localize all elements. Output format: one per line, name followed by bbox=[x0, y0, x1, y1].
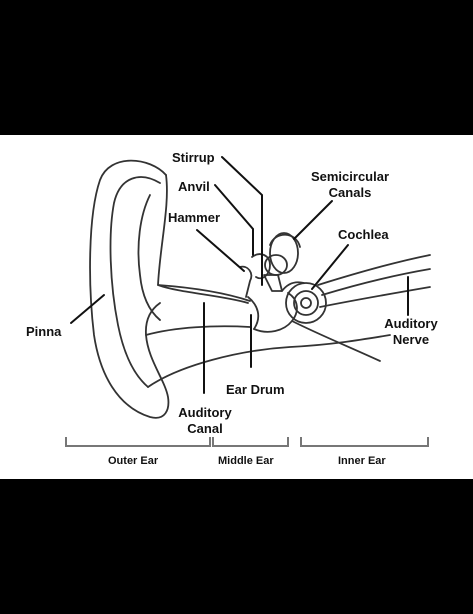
auditory-canal-line1: Auditory bbox=[178, 405, 232, 420]
semicircular-line2: Canals bbox=[328, 185, 372, 200]
cochlea-mid bbox=[293, 290, 319, 316]
outer-ear-label: Outer Ear bbox=[108, 455, 159, 467]
auditory-nerve-line2: Nerve bbox=[392, 332, 430, 347]
antihelix bbox=[137, 194, 161, 321]
hammer-leader bbox=[196, 229, 245, 272]
semicircular-canal-3 bbox=[269, 233, 301, 248]
inner-ear-label: Inner Ear bbox=[338, 455, 386, 467]
cochlea-outer bbox=[285, 282, 327, 324]
auditory-canal-label: Auditory Canal bbox=[170, 405, 240, 437]
auditory-nerve-1 bbox=[317, 254, 431, 286]
inner-ear-bracket bbox=[300, 437, 429, 447]
middle-ear-cavity bbox=[253, 292, 298, 333]
stirrup-leader bbox=[221, 156, 263, 286]
pinna-inner-fold bbox=[109, 176, 161, 388]
semicircular-canal-2 bbox=[264, 254, 288, 276]
hammer-bone bbox=[239, 265, 253, 298]
cochlea-inner bbox=[300, 297, 312, 309]
middle-ear-label: Middle Ear bbox=[218, 455, 274, 467]
ear-diagram-panel: Stirrup Anvil Hammer Semicircular Canals… bbox=[0, 135, 473, 479]
canal-top bbox=[157, 284, 251, 302]
cochlea-label: Cochlea bbox=[338, 227, 389, 242]
auditory-nerve-2 bbox=[321, 268, 431, 296]
hammer-label: Hammer bbox=[168, 210, 221, 225]
anvil-label: Anvil bbox=[178, 179, 210, 194]
stirrup-bone bbox=[263, 274, 283, 292]
ear-drawing bbox=[65, 156, 431, 447]
pinna-outline bbox=[89, 159, 170, 419]
semicircular-line1: Semicircular bbox=[310, 169, 390, 184]
middle-ear-bracket bbox=[212, 437, 289, 447]
pinna-label: Pinna bbox=[26, 324, 62, 339]
ear-drum-label: Ear Drum bbox=[226, 382, 285, 397]
temporal-bone-line bbox=[291, 320, 381, 362]
pinna-leader bbox=[70, 294, 105, 324]
vestibule bbox=[281, 281, 305, 292]
auditory-nerve-label: Auditory Nerve bbox=[376, 316, 446, 348]
canal-bottom bbox=[145, 325, 251, 336]
auditory-nerve-line1: Auditory bbox=[384, 316, 438, 331]
ear-drum bbox=[247, 296, 260, 330]
stirrup-label: Stirrup bbox=[172, 150, 215, 165]
auditory-nerve-3 bbox=[319, 286, 431, 308]
cochlea-leader bbox=[311, 244, 349, 290]
semicircular-leader bbox=[293, 200, 333, 240]
anvil-leader bbox=[214, 184, 254, 256]
auditory-canal-line2: Canal bbox=[187, 421, 223, 436]
semicircular-canals-label: Semicircular Canals bbox=[300, 169, 400, 201]
outer-ear-bracket bbox=[65, 437, 211, 447]
skin-lower bbox=[147, 334, 391, 388]
